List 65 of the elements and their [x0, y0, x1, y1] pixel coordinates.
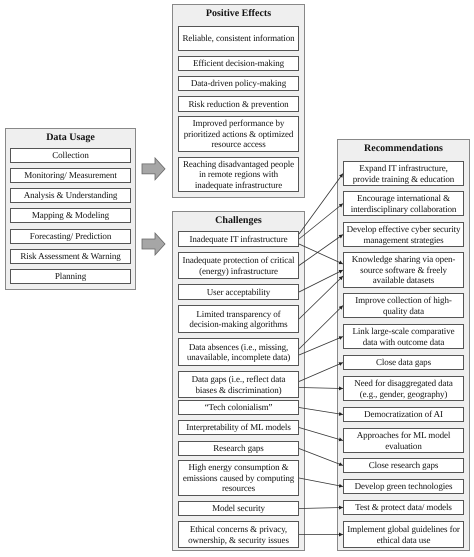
panel-title: Positive Effects [206, 8, 272, 20]
arrow [298, 362, 344, 382]
item-box: Approaches for ML model evaluation [343, 428, 464, 453]
item-box: Implement global guidelines for ethical data use [343, 521, 464, 548]
item-box: Model security [178, 501, 299, 516]
item-box: Test & protect data/ models [343, 500, 464, 515]
item-box: Interpretability of ML models [178, 420, 299, 435]
arrow [298, 448, 344, 466]
item-box: Develop green technologies [343, 479, 464, 494]
group-panel [5, 128, 136, 290]
item-box: Mapping & Modeling [10, 208, 131, 223]
arrow [298, 386, 344, 390]
item-box: Risk Assessment & Warning [10, 249, 131, 264]
item-box: Reliable, consistent information [178, 26, 299, 51]
arrow [298, 244, 344, 264]
arrow [298, 173, 344, 234]
item-box: Improve collection of high-quality data [343, 293, 464, 318]
item-box: Close data gaps [343, 355, 464, 370]
item-box: Link large-scale comparative data with outcome data [343, 324, 464, 349]
item-box: Planning [10, 269, 131, 284]
arrow [298, 305, 344, 350]
block-arrow [142, 232, 166, 256]
item-box: Limited transparency of decision-making algorithms [178, 305, 299, 333]
item-box: Efficient decision-making [178, 56, 299, 71]
panel-title: Data Usage [46, 132, 95, 144]
item-box: Data-driven policy-making [178, 76, 299, 91]
arrow [298, 427, 344, 442]
item-box: Reaching disadvantaged people in remote regions with inadequate infrastructure [178, 157, 299, 192]
item-box: User acceptability [178, 284, 299, 300]
item-box: “Tech colonialism” [178, 400, 299, 415]
item-box: Knowledge sharing via open-source software & freely available datasets [343, 252, 464, 288]
item-box: Need for disaggregated data (e.g., gender, geography) [343, 376, 464, 401]
arrow [298, 532, 344, 536]
item-box: Improved performance by prioritized actions & optimized resource access [178, 116, 299, 152]
arrow [298, 203, 344, 240]
arrow [298, 478, 344, 488]
item-box: Encourage international & interdisciplinary collaboration [343, 191, 464, 216]
group-panel [172, 211, 305, 551]
item-box: Data gaps (i.e., reflect data biases & discrimination) [178, 371, 299, 398]
arrow [298, 506, 344, 510]
item-box: Develop effective cyber security management strategies [343, 222, 464, 247]
panel-title: Challenges [215, 215, 262, 227]
item-box: High energy consumption & emissions caused by computing resources [178, 460, 299, 496]
item-box: Collection [10, 148, 131, 163]
panel-title: Recommendations [364, 143, 443, 155]
item-box: Forecasting/ Prediction [10, 229, 131, 244]
arrow [298, 234, 344, 266]
item-box: Inadequate protection of critical (energy) infrastructure [178, 252, 299, 279]
item-box: Inadequate IT infrastructure [178, 231, 299, 247]
item-box: Research gaps [178, 441, 299, 456]
item-box: Ethical concerns & privacy, ownership, & security issues [178, 521, 299, 548]
item-box: Monitoring/ Measurement [10, 168, 131, 183]
item-box: Analysis & Understanding [10, 188, 131, 203]
item-box: Data absences (i.e., missing, unavailable, incomplete data) [178, 338, 299, 366]
block-arrow [142, 156, 166, 181]
arrow [298, 276, 344, 320]
arrow [298, 270, 344, 292]
item-box: Close research gaps [343, 458, 464, 473]
item-box: Risk reduction & prevention [178, 96, 299, 112]
group-panel [337, 139, 470, 551]
arrow [298, 407, 344, 416]
group-panel [172, 4, 305, 198]
arrow [298, 336, 344, 356]
item-box: Expand IT infrastructure, provide training & education [343, 161, 464, 186]
item-box: Democratization of AI [343, 407, 464, 422]
